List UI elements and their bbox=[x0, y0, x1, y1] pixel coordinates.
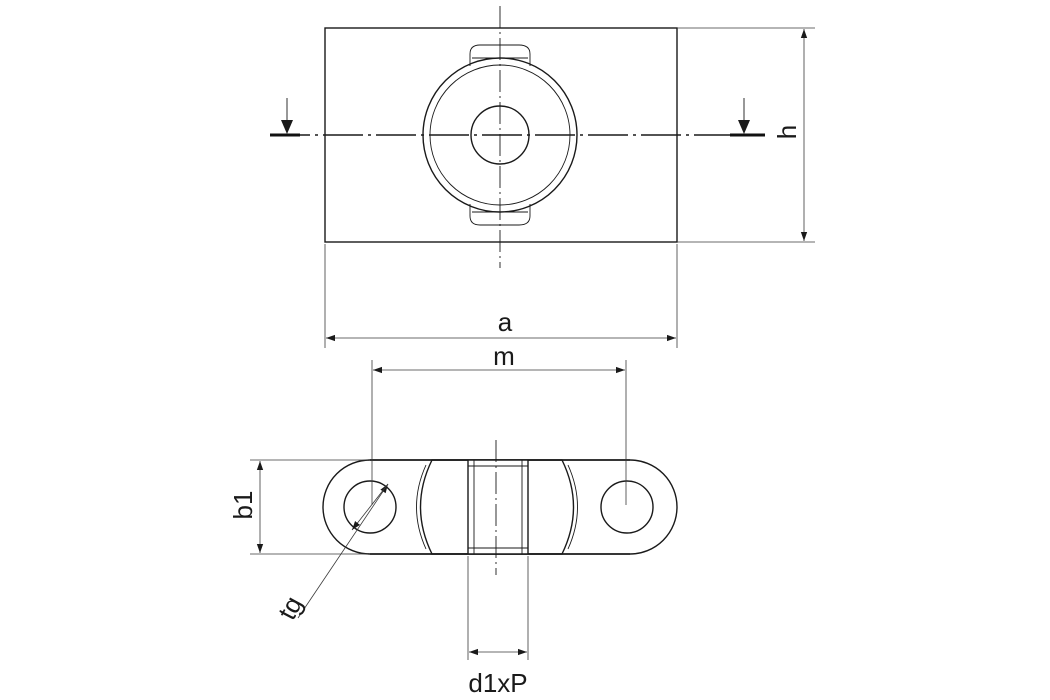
a-dimension: a bbox=[324, 244, 678, 348]
h-label: h bbox=[772, 125, 802, 139]
mounting-hole-right bbox=[600, 480, 654, 534]
section-arrow-left-icon bbox=[281, 120, 293, 134]
thread-bore bbox=[468, 460, 528, 554]
m-dimension: m bbox=[371, 341, 627, 505]
keyway-top bbox=[469, 44, 531, 66]
a-label: a bbox=[498, 307, 513, 337]
d1xp-dimension: d1xP bbox=[467, 556, 529, 698]
section-arrow-right-icon bbox=[738, 120, 750, 134]
keyway-bottom bbox=[469, 204, 531, 226]
mounting-hole-left bbox=[343, 480, 397, 534]
d1xp-label: d1xP bbox=[468, 668, 527, 698]
top-view: h bbox=[270, 6, 815, 268]
tg-leader-line bbox=[297, 483, 389, 619]
spherical-right-inner bbox=[567, 464, 578, 550]
section-view bbox=[322, 440, 678, 575]
m-label: m bbox=[493, 341, 515, 371]
spherical-left-inner bbox=[416, 464, 427, 550]
b1-dimension: b1 bbox=[228, 459, 368, 555]
b1-label: b1 bbox=[228, 491, 258, 520]
tg-label: tg bbox=[272, 591, 309, 624]
tg-leader-inner bbox=[351, 483, 389, 531]
